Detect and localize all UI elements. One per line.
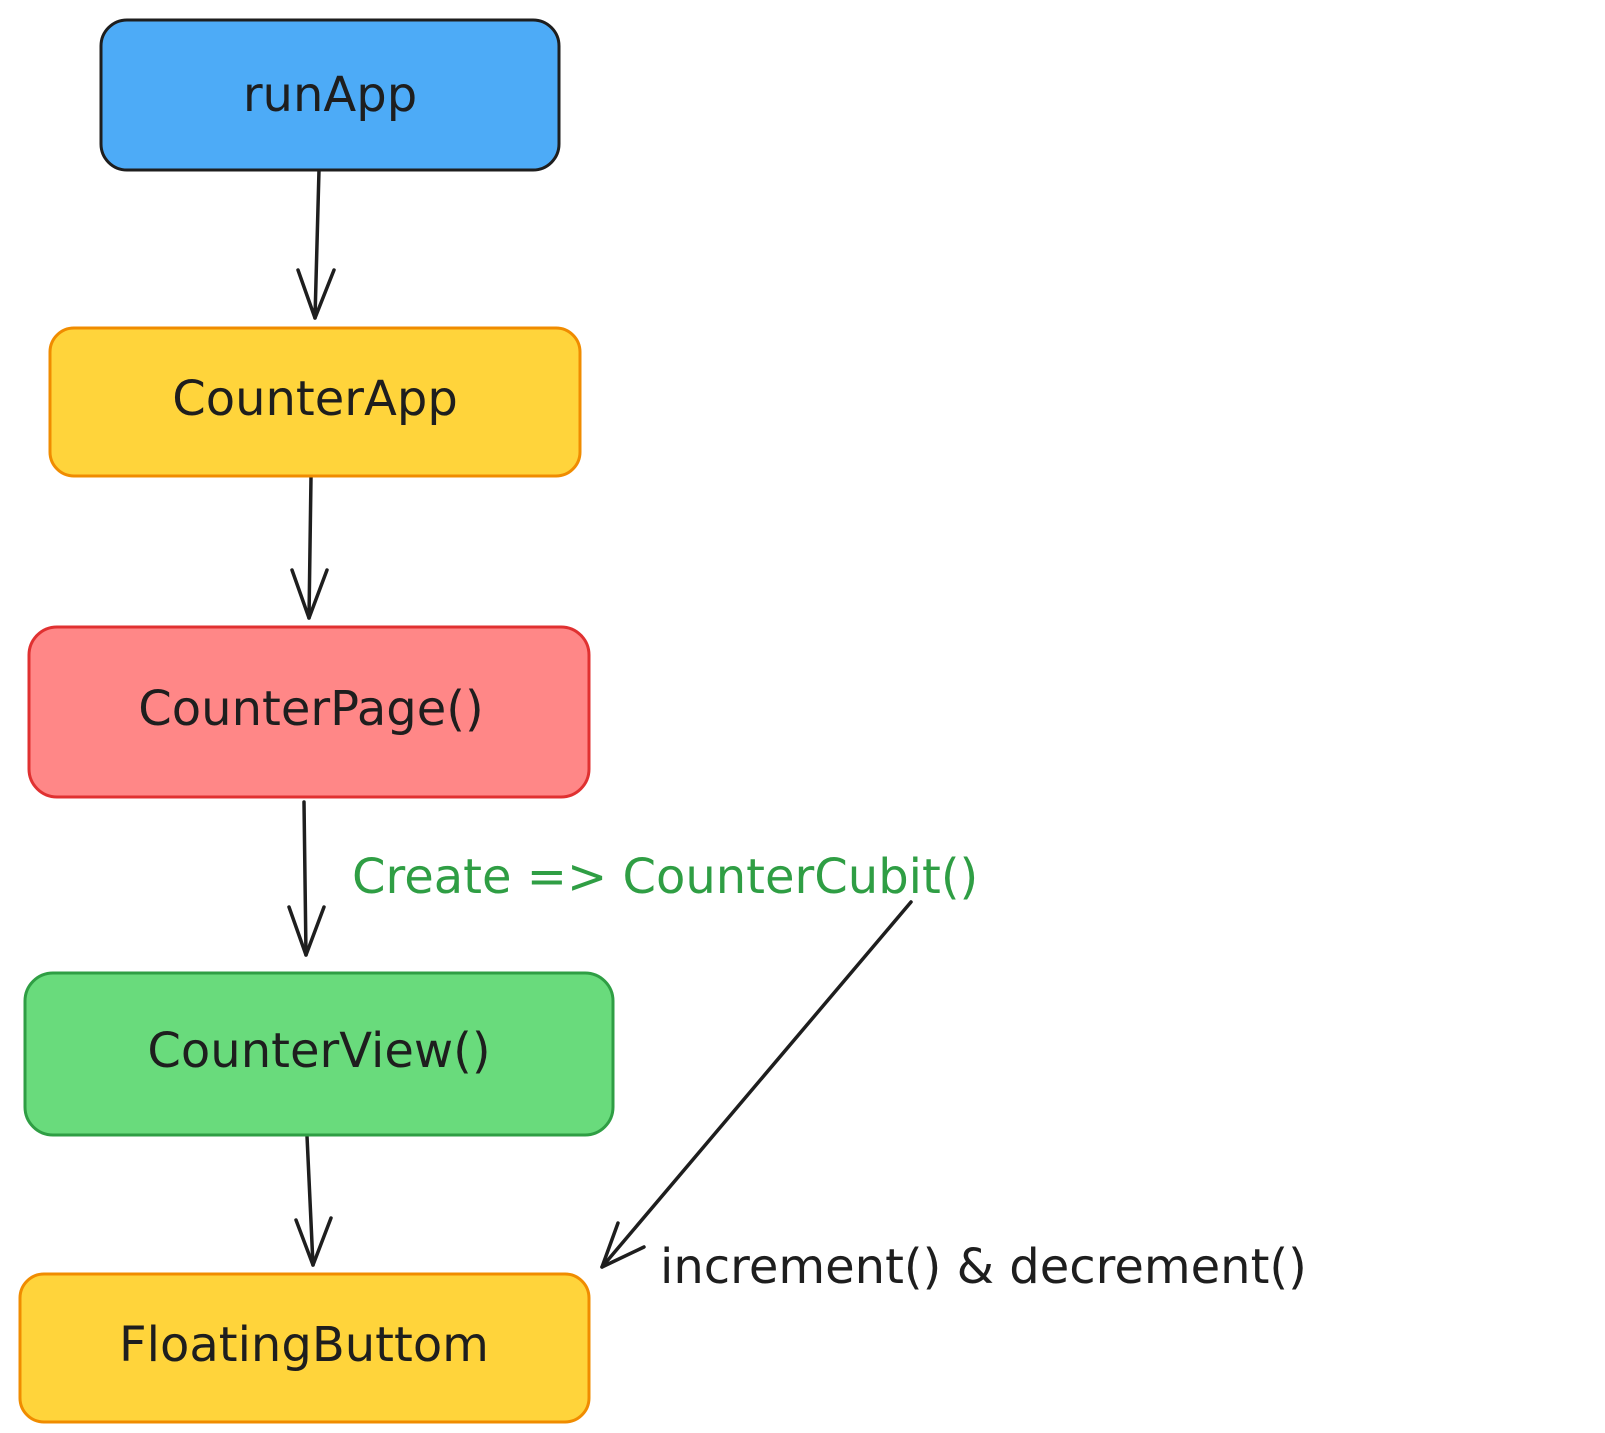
node-counterapp-label: CounterApp	[172, 371, 458, 427]
arrow-counterapp-to-counterpage	[290, 475, 329, 620]
node-floatingbuttom[interactable]: FloatingButtom	[18, 1272, 591, 1424]
node-counterview-border	[23, 971, 615, 1137]
node-runapp-box	[101, 20, 559, 170]
node-counterapp[interactable]: CounterApp	[48, 326, 582, 478]
arrows	[287, 168, 913, 1269]
node-counterpage-label: CounterPage()	[138, 681, 483, 737]
node-counterview-label: CounterView()	[147, 1023, 490, 1079]
node-counterview-box	[25, 973, 613, 1135]
node-runapp[interactable]: runApp	[99, 18, 561, 172]
arrow-runapp-to-counterapp	[296, 168, 336, 320]
node-runapp-label: runApp	[243, 67, 417, 123]
node-floatingbuttom-border	[18, 1272, 591, 1424]
arrow-counterpage-to-counterview	[287, 800, 326, 957]
node-counterapp-border	[48, 326, 582, 478]
arrow-countercubit-to-floatingbuttom	[600, 900, 913, 1269]
node-counterview[interactable]: CounterView()	[23, 971, 615, 1137]
arrow-counterview-to-floatingbuttom	[294, 1134, 333, 1267]
node-counterapp-box	[50, 328, 580, 476]
node-floatingbuttom-box	[20, 1274, 589, 1422]
node-floatingbuttom-label: FloatingButtom	[119, 1317, 489, 1373]
node-counterpage-box	[29, 627, 589, 797]
create-countercubit-label: Create => CounterCubit()	[352, 849, 978, 905]
increment-decrement-label: increment() & decrement()	[660, 1239, 1307, 1295]
node-runapp-border	[99, 18, 561, 172]
node-counterpage-border	[27, 625, 591, 799]
node-counterpage[interactable]: CounterPage()	[27, 625, 591, 799]
